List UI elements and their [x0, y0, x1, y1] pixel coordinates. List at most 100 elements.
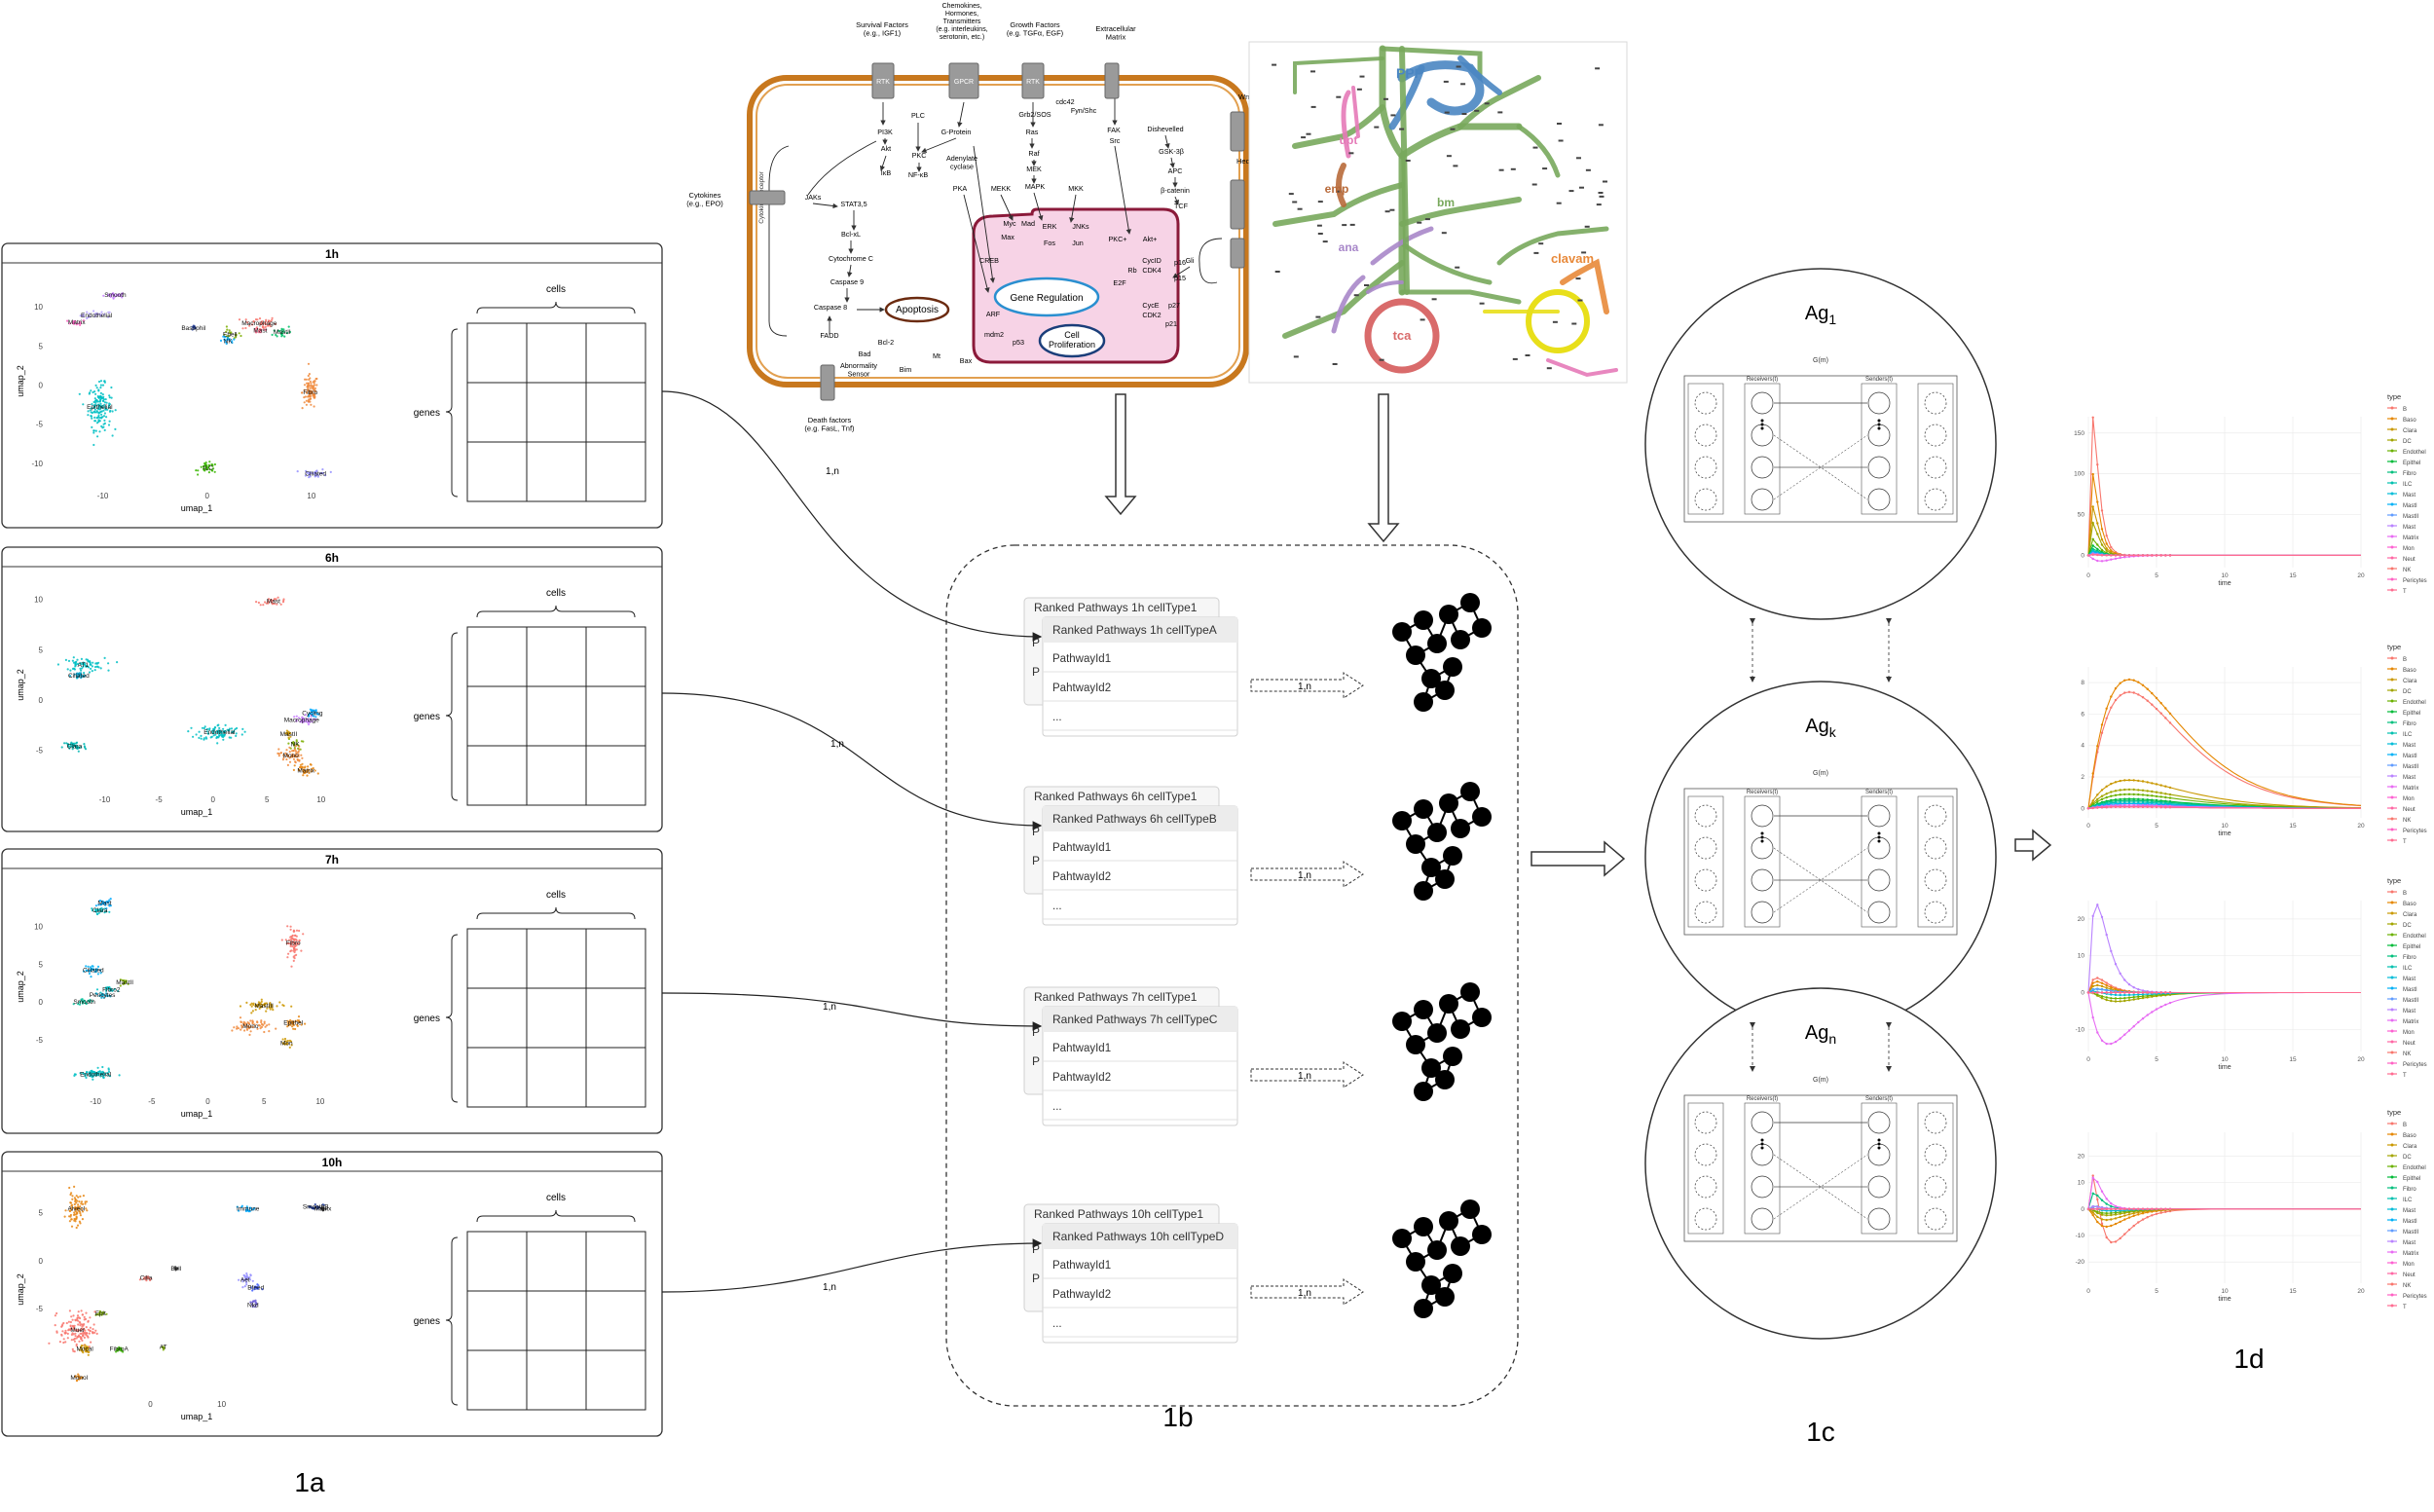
- umap-point: [76, 1224, 80, 1227]
- umap-point: [55, 1311, 58, 1315]
- agent-schematic-dot: [1760, 831, 1764, 835]
- dynamics-legend-dot: [2390, 556, 2394, 560]
- pathway-node: Cytochrome C: [829, 254, 873, 263]
- dynamics-y-tick: 8: [2081, 680, 2084, 686]
- metabolite-label-mark: [1310, 70, 1315, 73]
- agent-schematic-node: [1924, 488, 1947, 511]
- umap-point: [76, 1314, 80, 1317]
- dynamics-point: [2105, 1225, 2108, 1229]
- agent-schematic-node: [1751, 488, 1774, 511]
- umap-point: [245, 1001, 248, 1004]
- umap-point: [243, 730, 246, 733]
- metabolite-label-mark: [1441, 232, 1447, 235]
- pathway-node: G-Protein: [941, 128, 972, 136]
- dynamics-legend-dot: [2390, 1207, 2394, 1211]
- umap-point: [103, 403, 106, 406]
- dynamics-point: [2123, 996, 2126, 1000]
- dynamics-point: [2168, 554, 2172, 557]
- ecm-label-line: Matrix: [1106, 33, 1126, 42]
- dynamics-point: [2119, 1207, 2121, 1211]
- umap-point: [255, 327, 258, 330]
- dynamics-legend-label: Baso: [2403, 418, 2416, 424]
- dynamics-legend-label: Clara: [2403, 912, 2417, 918]
- umap-point: [98, 417, 101, 420]
- umap-cluster-label: Mocal: [76, 1346, 93, 1353]
- umap-point: [120, 292, 124, 295]
- graph-node: [1414, 610, 1433, 630]
- umap-point: [95, 988, 99, 991]
- umap-point: [92, 1328, 94, 1331]
- umap-point: [265, 1010, 268, 1013]
- umap-cluster: Ciliated: [296, 468, 332, 479]
- pathway-node-line: Grb2/SOS: [1018, 110, 1051, 119]
- dynamics-point: [2132, 1207, 2135, 1211]
- umap-point: [209, 736, 212, 739]
- umap-point: [260, 328, 263, 331]
- ranked-to-graph-arrow: 1,n: [1250, 672, 1364, 699]
- dynamics-point: [2100, 731, 2104, 734]
- metabolite-label-mark: [1390, 114, 1396, 117]
- cell-signaling-diagram: Survival Factors(e.g., IGF1)Chemokines,H…: [686, 3, 1270, 433]
- dynamics-legend-dot: [2390, 997, 2394, 1001]
- pathway-node-line: Sensor: [848, 369, 870, 378]
- dynamics-point: [2114, 1217, 2118, 1220]
- panel-label-1c: 1c: [1806, 1417, 1835, 1447]
- dynamics-legend-label: Mon: [2403, 796, 2415, 802]
- gpcr-receptor-label: GPCR: [954, 79, 974, 86]
- umap-point: [112, 293, 115, 296]
- dynamics-legend-label: B: [2403, 407, 2407, 413]
- graph-node: [1406, 645, 1425, 665]
- dynamics-legend-label: Clara: [2403, 1144, 2417, 1150]
- dynamics-point: [2110, 791, 2113, 793]
- umap-cluster-label: Basophil: [181, 325, 205, 332]
- agent-schematic-node: [1694, 456, 1717, 479]
- umap-point: [200, 737, 203, 740]
- umap-point: [205, 466, 208, 469]
- dynamics-y-tick: 0: [2081, 990, 2084, 997]
- dynamics-point: [2141, 1218, 2145, 1221]
- dynamics-point: [2141, 989, 2145, 992]
- pathway-node: p15: [1174, 274, 1186, 282]
- dynamics-y-tick: 6: [2081, 711, 2084, 718]
- umap-point: [96, 1066, 99, 1069]
- metabolic-label-emp: emp: [1325, 182, 1349, 196]
- umap-x-tick: 10: [315, 1097, 324, 1106]
- metabolite-label-mark: [1460, 83, 1466, 86]
- umap-point: [238, 332, 240, 335]
- umap-cluster-label: Epit: [95, 1310, 106, 1317]
- umap-point: [231, 1029, 234, 1032]
- dynamics-point: [2146, 1207, 2149, 1211]
- dynamics-point: [2168, 805, 2172, 809]
- dynamics-legend-label: Mast: [2403, 1009, 2416, 1014]
- dynamics-point: [2114, 1207, 2118, 1211]
- umap-point: [99, 404, 102, 408]
- graph-node: [1451, 1236, 1470, 1256]
- dynamics-point: [2114, 554, 2118, 557]
- umap-point: [289, 925, 292, 928]
- dynamics-point: [2151, 782, 2154, 785]
- umap-point: [73, 1073, 76, 1076]
- dynamics-point: [2151, 790, 2154, 793]
- umap-point: [238, 1278, 240, 1281]
- umap-point: [287, 742, 290, 745]
- umap-point: [80, 1309, 83, 1312]
- umap-point: [316, 772, 319, 775]
- pathway-node: PI3K: [877, 128, 893, 136]
- umap-point: [329, 470, 332, 473]
- umap-point: [211, 464, 214, 467]
- pathway-node: CycE: [1142, 301, 1159, 310]
- umap-point: [102, 395, 105, 398]
- agent-schematic-dot: [1877, 419, 1881, 423]
- graph-node: [1427, 1240, 1447, 1260]
- dynamics-point: [2110, 1224, 2113, 1228]
- dynamics-legend-label: Pericytes: [2403, 829, 2427, 834]
- dynamics-point: [2100, 1039, 2104, 1043]
- umap-point: [316, 475, 319, 478]
- dynamics-point: [2096, 980, 2099, 983]
- umap-point: [96, 435, 99, 438]
- umap-point: [239, 1016, 242, 1019]
